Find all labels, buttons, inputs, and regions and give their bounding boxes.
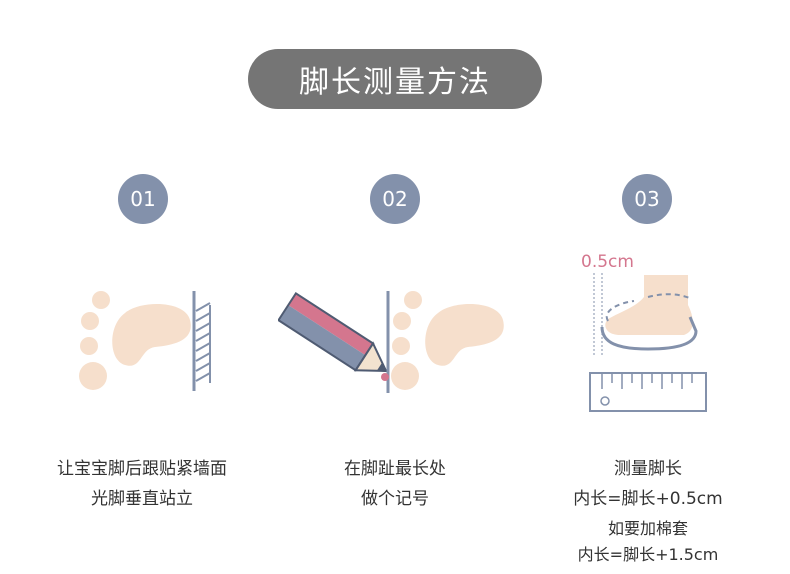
foot-icon <box>391 291 504 390</box>
step-1-caption-line-1: 让宝宝脚后跟贴紧墙面 <box>57 459 227 479</box>
wall-icon <box>192 291 211 391</box>
foot-against-wall-illustration <box>79 291 211 391</box>
step-3-caption-line-3: 如要加棉套 <box>607 519 688 538</box>
step-2-caption-line-1: 在脚趾最长处 <box>344 459 446 479</box>
shoe-ruler-illustration: 0.5cm <box>581 252 707 412</box>
step-1-caption-line-2: 光脚垂直站立 <box>91 489 193 509</box>
step-3-number: 03 <box>634 187 660 211</box>
step-1-number: 01 <box>130 187 156 211</box>
step-3-caption-line-1: 测量脚长 <box>614 459 682 479</box>
shoe-icon <box>593 273 698 355</box>
step-1-badge: 01 <box>118 174 168 224</box>
pencil-icon <box>278 291 388 373</box>
step-3-caption-line-4: 内长=脚长+1.5cm <box>577 545 719 564</box>
step-2-badge: 02 <box>370 174 420 224</box>
ruler-icon <box>589 372 707 412</box>
pencil-marking-illustration <box>278 291 504 393</box>
step-2-caption-line-2: 做个记号 <box>361 489 429 509</box>
measure-annotation: 0.5cm <box>581 252 634 272</box>
step-3-caption-line-2: 内长=脚长+0.5cm <box>573 489 723 509</box>
page-title: 脚长测量方法 <box>299 65 491 100</box>
step-3-badge: 03 <box>622 174 672 224</box>
title-banner: 脚长测量方法 <box>248 49 542 109</box>
mark-dot-icon <box>381 373 389 381</box>
step-2-number: 02 <box>382 187 408 211</box>
foot-icon <box>79 291 191 390</box>
